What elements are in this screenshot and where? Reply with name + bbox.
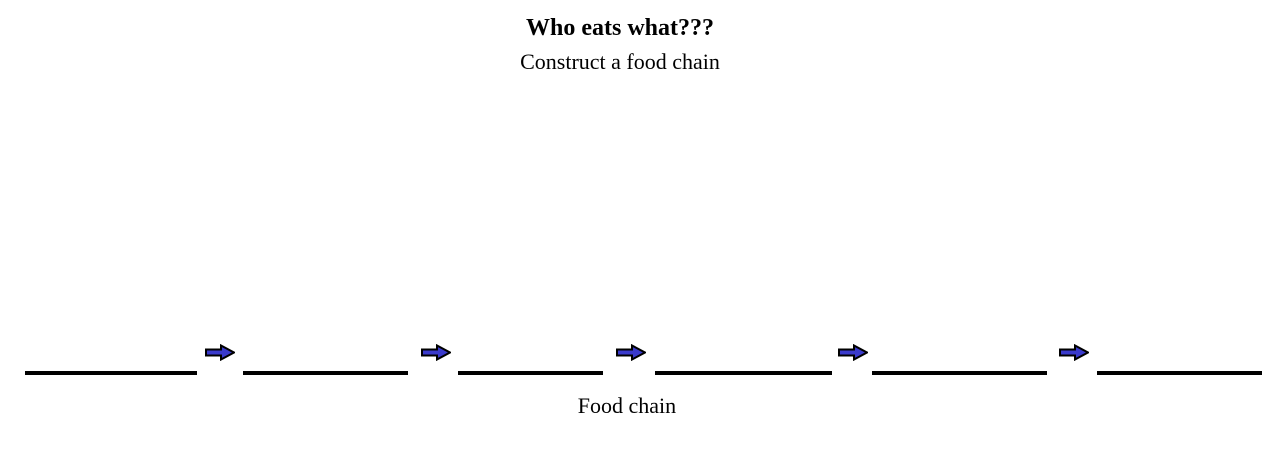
page-title: Who eats what???	[525, 15, 714, 41]
food-chain-blank-5[interactable]	[872, 371, 1047, 375]
food-chain-label: Food chain	[577, 393, 677, 418]
header: Who eats what??? Construct a food chain	[0, 13, 1240, 75]
right-arrow-icon	[421, 344, 451, 361]
food-chain-blank-4[interactable]	[655, 371, 832, 375]
food-chain-blank-1[interactable]	[25, 371, 197, 375]
food-chain-row	[0, 344, 1283, 378]
page-subtitle: Construct a food chain	[520, 49, 720, 74]
food-chain-blank-2[interactable]	[243, 371, 408, 375]
right-arrow-icon	[205, 344, 235, 361]
right-arrow-icon	[838, 344, 868, 361]
food-chain-blank-3[interactable]	[458, 371, 603, 375]
food-chain-blank-6[interactable]	[1097, 371, 1262, 375]
right-arrow-icon	[616, 344, 646, 361]
right-arrow-icon	[1059, 344, 1089, 361]
